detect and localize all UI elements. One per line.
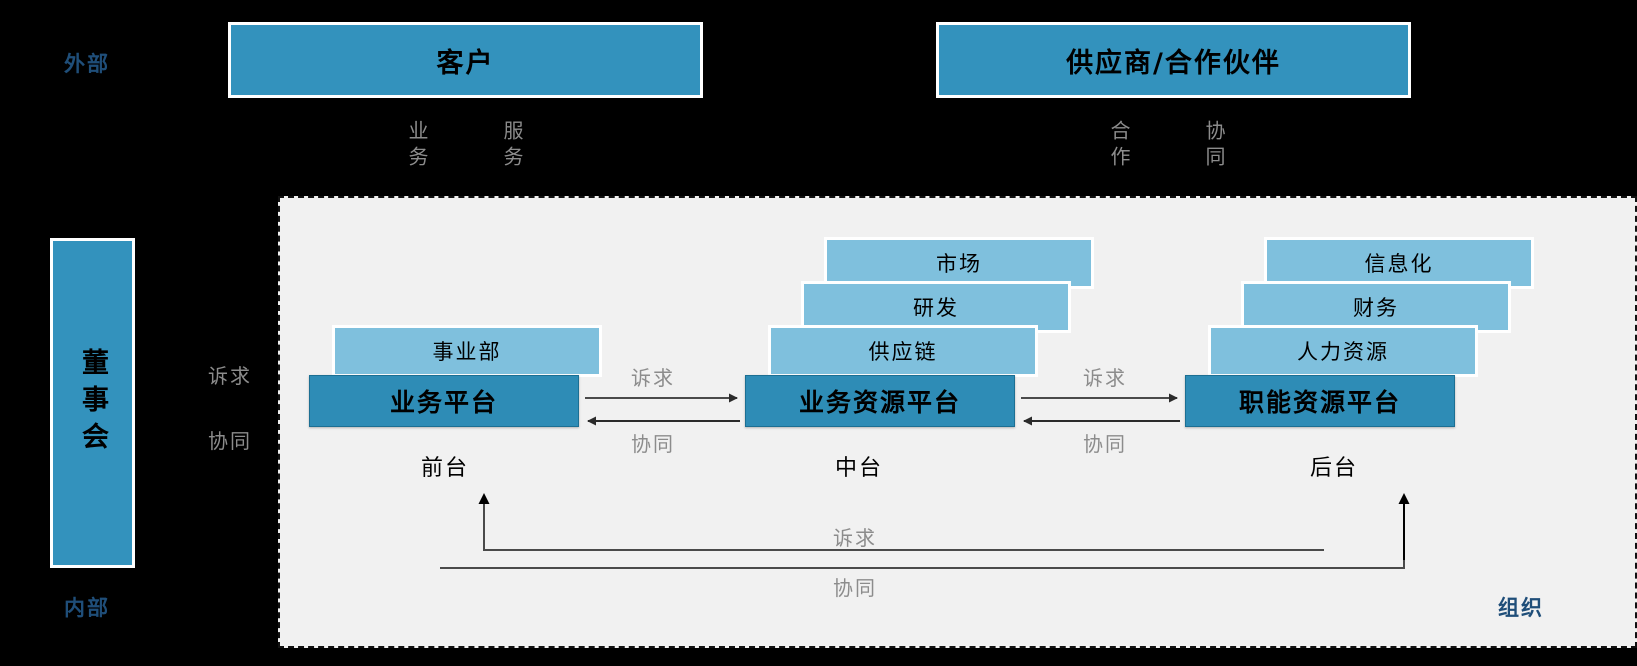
zone-label-internal: 内部 — [64, 596, 110, 620]
card-front-1[interactable]: 事业部 — [332, 325, 602, 377]
card-back-1[interactable]: 人力资源 — [1208, 325, 1478, 377]
flow-label-customer-service: 服务 — [500, 120, 524, 172]
board-of-directors-box[interactable]: 董事会 — [50, 238, 135, 568]
zone-label-external: 外部 — [64, 52, 110, 76]
connector-label-front-back-forward: 诉求 — [833, 526, 877, 550]
connector-label-middle-back-backward: 协同 — [1083, 432, 1127, 456]
platform-front[interactable]: 业务平台 — [309, 375, 579, 427]
connector-label-front-back-backward: 协同 — [833, 576, 877, 600]
tier-label-middle: 中台 — [835, 456, 884, 481]
flow-label-customer-business: 业务 — [405, 120, 429, 172]
zone-label-organization: 组织 — [1498, 596, 1544, 620]
tier-label-back: 后台 — [1310, 456, 1359, 481]
flow-label-board-collaboration: 协同 — [208, 429, 252, 453]
connector-label-front-middle-backward: 协同 — [631, 432, 675, 456]
external-box-supplier[interactable]: 供应商/合作伙伴 — [936, 22, 1411, 98]
platform-back[interactable]: 职能资源平台 — [1185, 375, 1455, 427]
external-box-customer[interactable]: 客户 — [228, 22, 703, 98]
connector-label-front-middle-forward: 诉求 — [631, 366, 675, 390]
connector-label-middle-back-forward: 诉求 — [1083, 366, 1127, 390]
flow-label-supplier-collaboration: 协同 — [1202, 120, 1226, 172]
platform-middle[interactable]: 业务资源平台 — [745, 375, 1015, 427]
flow-label-supplier-cooperation: 合作 — [1107, 120, 1131, 172]
card-middle-1[interactable]: 供应链 — [768, 325, 1038, 377]
card-middle-3[interactable]: 市场 — [824, 237, 1094, 289]
card-middle-2[interactable]: 研发 — [801, 281, 1071, 333]
flow-label-board-demand: 诉求 — [208, 364, 252, 388]
tier-label-front: 前台 — [421, 456, 470, 481]
